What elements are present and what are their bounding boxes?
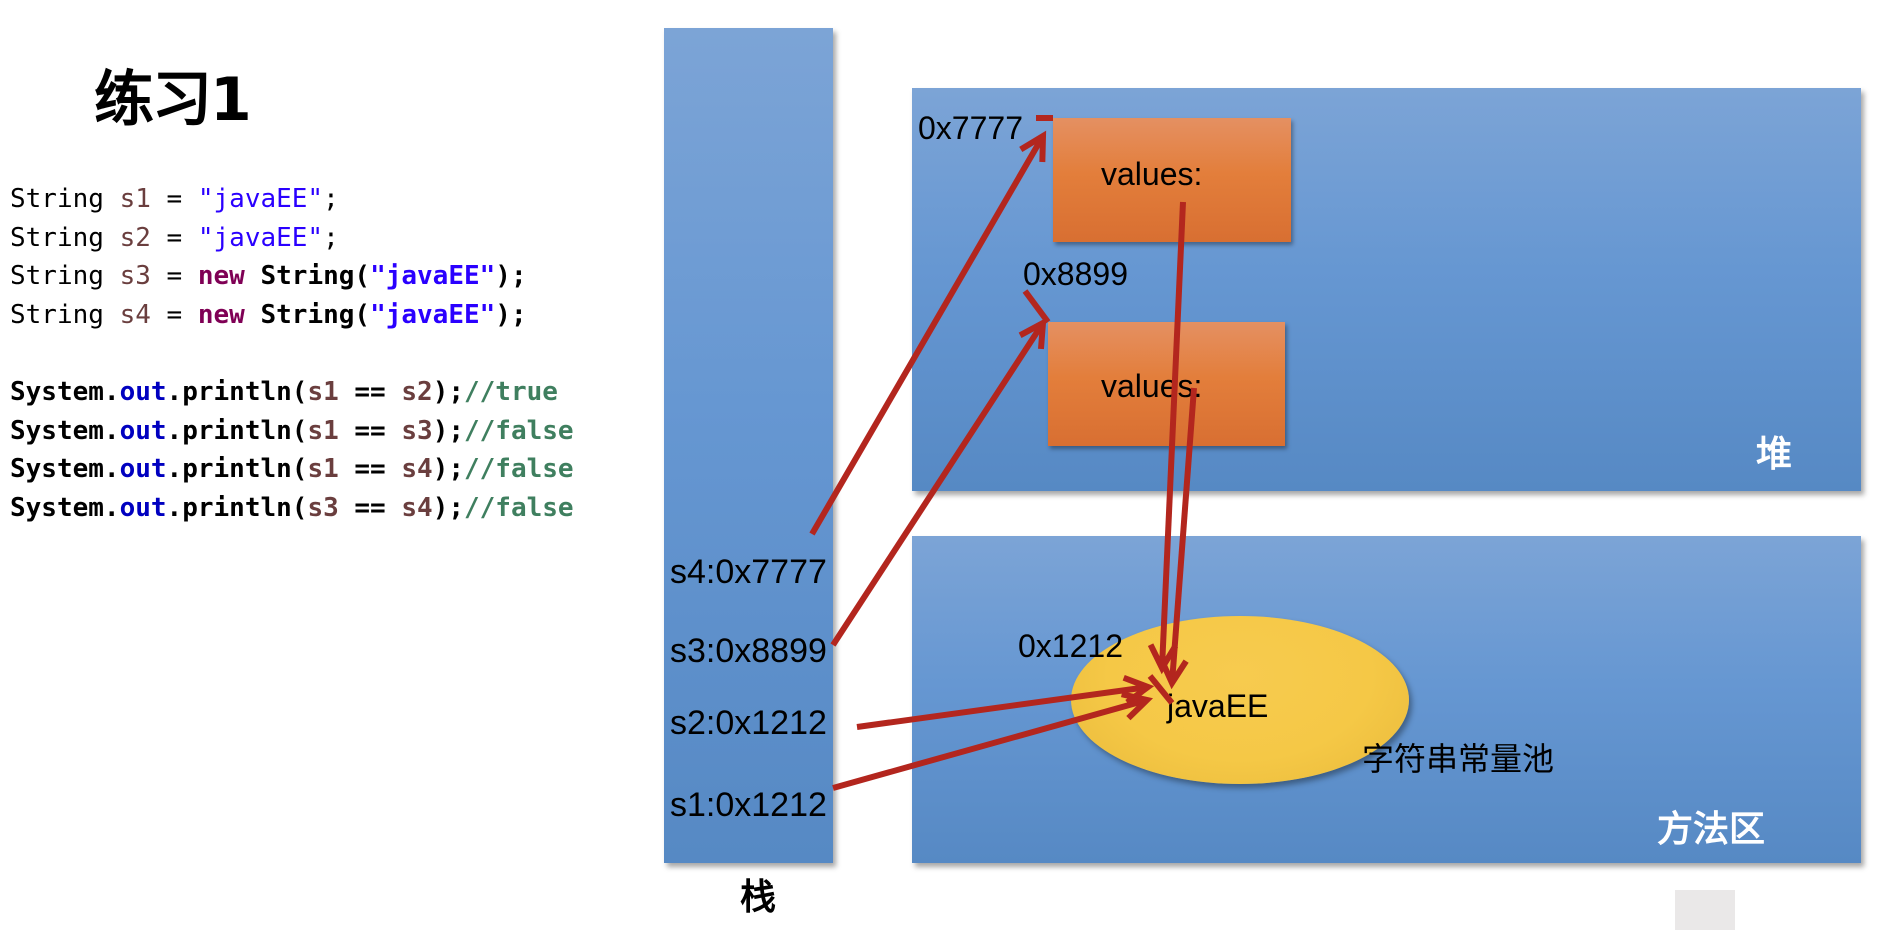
code-line: String s1 = "javaEE"; xyxy=(10,186,339,212)
heap-object-content: values: xyxy=(1101,156,1203,192)
code-token-comment: //true xyxy=(464,377,558,407)
stack-panel xyxy=(664,28,833,863)
code-token-op: = xyxy=(150,223,198,253)
code-token-end: ; xyxy=(323,184,339,214)
code-token-end: ); xyxy=(432,416,464,446)
code-token-string: "javaEE" xyxy=(370,300,496,330)
slide-title: 练习1 xyxy=(94,65,252,135)
code-token-var: s1 xyxy=(119,184,151,214)
constant-address: 0x1212 xyxy=(1018,628,1123,664)
code-line: String s3 = new String("javaEE"); xyxy=(10,263,527,289)
code-token-field: out xyxy=(119,416,167,446)
heap-address-0x7777: 0x7777 xyxy=(918,110,1023,146)
code-token-field: out xyxy=(119,377,167,407)
code-token-var: s4 xyxy=(119,300,151,330)
code-line: System.out.println(s1 == s4);//false xyxy=(10,456,574,482)
stack-label: 栈 xyxy=(740,877,777,918)
method-area-label: 方法区 xyxy=(1657,809,1766,850)
constant-value: javaEE xyxy=(1167,688,1269,724)
code-token-class: System. xyxy=(10,377,120,407)
code-token-end: ); xyxy=(432,377,464,407)
heap-address-0x8899: 0x8899 xyxy=(1023,256,1128,292)
code-token-string: "javaEE" xyxy=(370,261,496,291)
code-token-field: out xyxy=(119,493,167,523)
code-line: String s4 = new String("javaEE"); xyxy=(10,302,527,328)
stack-entry-s4: s4:0x7777 xyxy=(670,553,827,591)
code-line: System.out.println(s1 == s3);//false xyxy=(10,418,574,444)
code-token-end: ); xyxy=(432,454,464,484)
heap-object-content: values: xyxy=(1101,368,1203,404)
code-token-op: == xyxy=(338,377,402,407)
code-token-op: == xyxy=(338,416,402,446)
code-token-call: .println( xyxy=(166,454,308,484)
code-token-end: ); xyxy=(432,493,464,523)
stack-entry-s3: s3:0x8899 xyxy=(670,632,827,670)
code-token-var: s4 xyxy=(401,493,433,523)
code-token-class: System. xyxy=(10,416,120,446)
code-token-call: .println( xyxy=(166,416,308,446)
code-token-field: out xyxy=(119,454,167,484)
code-token-string: "javaEE" xyxy=(197,184,324,214)
code-token-keyword: new xyxy=(197,300,261,330)
stack-entry-s2: s2:0x1212 xyxy=(670,704,827,742)
code-line: String s2 = "javaEE"; xyxy=(10,225,339,251)
code-token-end: ); xyxy=(495,300,527,330)
code-token-call: .println( xyxy=(166,377,308,407)
code-token-ctor: String( xyxy=(260,300,371,330)
code-token-op: = xyxy=(150,184,198,214)
code-token-var: s1 xyxy=(307,416,339,446)
code-token-comment: //false xyxy=(464,454,574,484)
code-token-type: String xyxy=(10,300,120,330)
code-token-keyword: new xyxy=(197,261,261,291)
code-token-var: s3 xyxy=(307,493,339,523)
code-token-end: ); xyxy=(495,261,527,291)
code-token-op: == xyxy=(338,454,402,484)
code-token-class: System. xyxy=(10,454,120,484)
code-token-comment: //false xyxy=(464,493,574,523)
placeholder-block xyxy=(1675,890,1735,930)
code-token-comment: //false xyxy=(464,416,574,446)
code-token-op: = xyxy=(150,261,198,291)
code-token-string: "javaEE" xyxy=(197,223,324,253)
stack-entry-s1: s1:0x1212 xyxy=(670,786,827,824)
code-token-call: .println( xyxy=(166,493,308,523)
code-token-var: s2 xyxy=(401,377,433,407)
code-token-end: ; xyxy=(323,223,339,253)
code-token-class: System. xyxy=(10,493,120,523)
heap-label: 堆 xyxy=(1756,434,1793,475)
string-pool-label: 字符串常量池 xyxy=(1362,740,1555,778)
code-token-op: = xyxy=(150,300,198,330)
code-token-ctor: String( xyxy=(260,261,371,291)
code-token-op: == xyxy=(338,493,402,523)
code-token-var: s3 xyxy=(401,416,433,446)
code-line: System.out.println(s1 == s2);//true xyxy=(10,379,558,405)
code-token-var: s1 xyxy=(307,454,339,484)
code-token-var: s1 xyxy=(307,377,339,407)
code-token-var: s3 xyxy=(119,261,151,291)
code-line: System.out.println(s3 == s4);//false xyxy=(10,495,574,521)
code-token-type: String xyxy=(10,184,120,214)
code-token-type: String xyxy=(10,261,120,291)
code-token-type: String xyxy=(10,223,120,253)
code-token-var: s2 xyxy=(119,223,151,253)
code-token-var: s4 xyxy=(401,454,433,484)
